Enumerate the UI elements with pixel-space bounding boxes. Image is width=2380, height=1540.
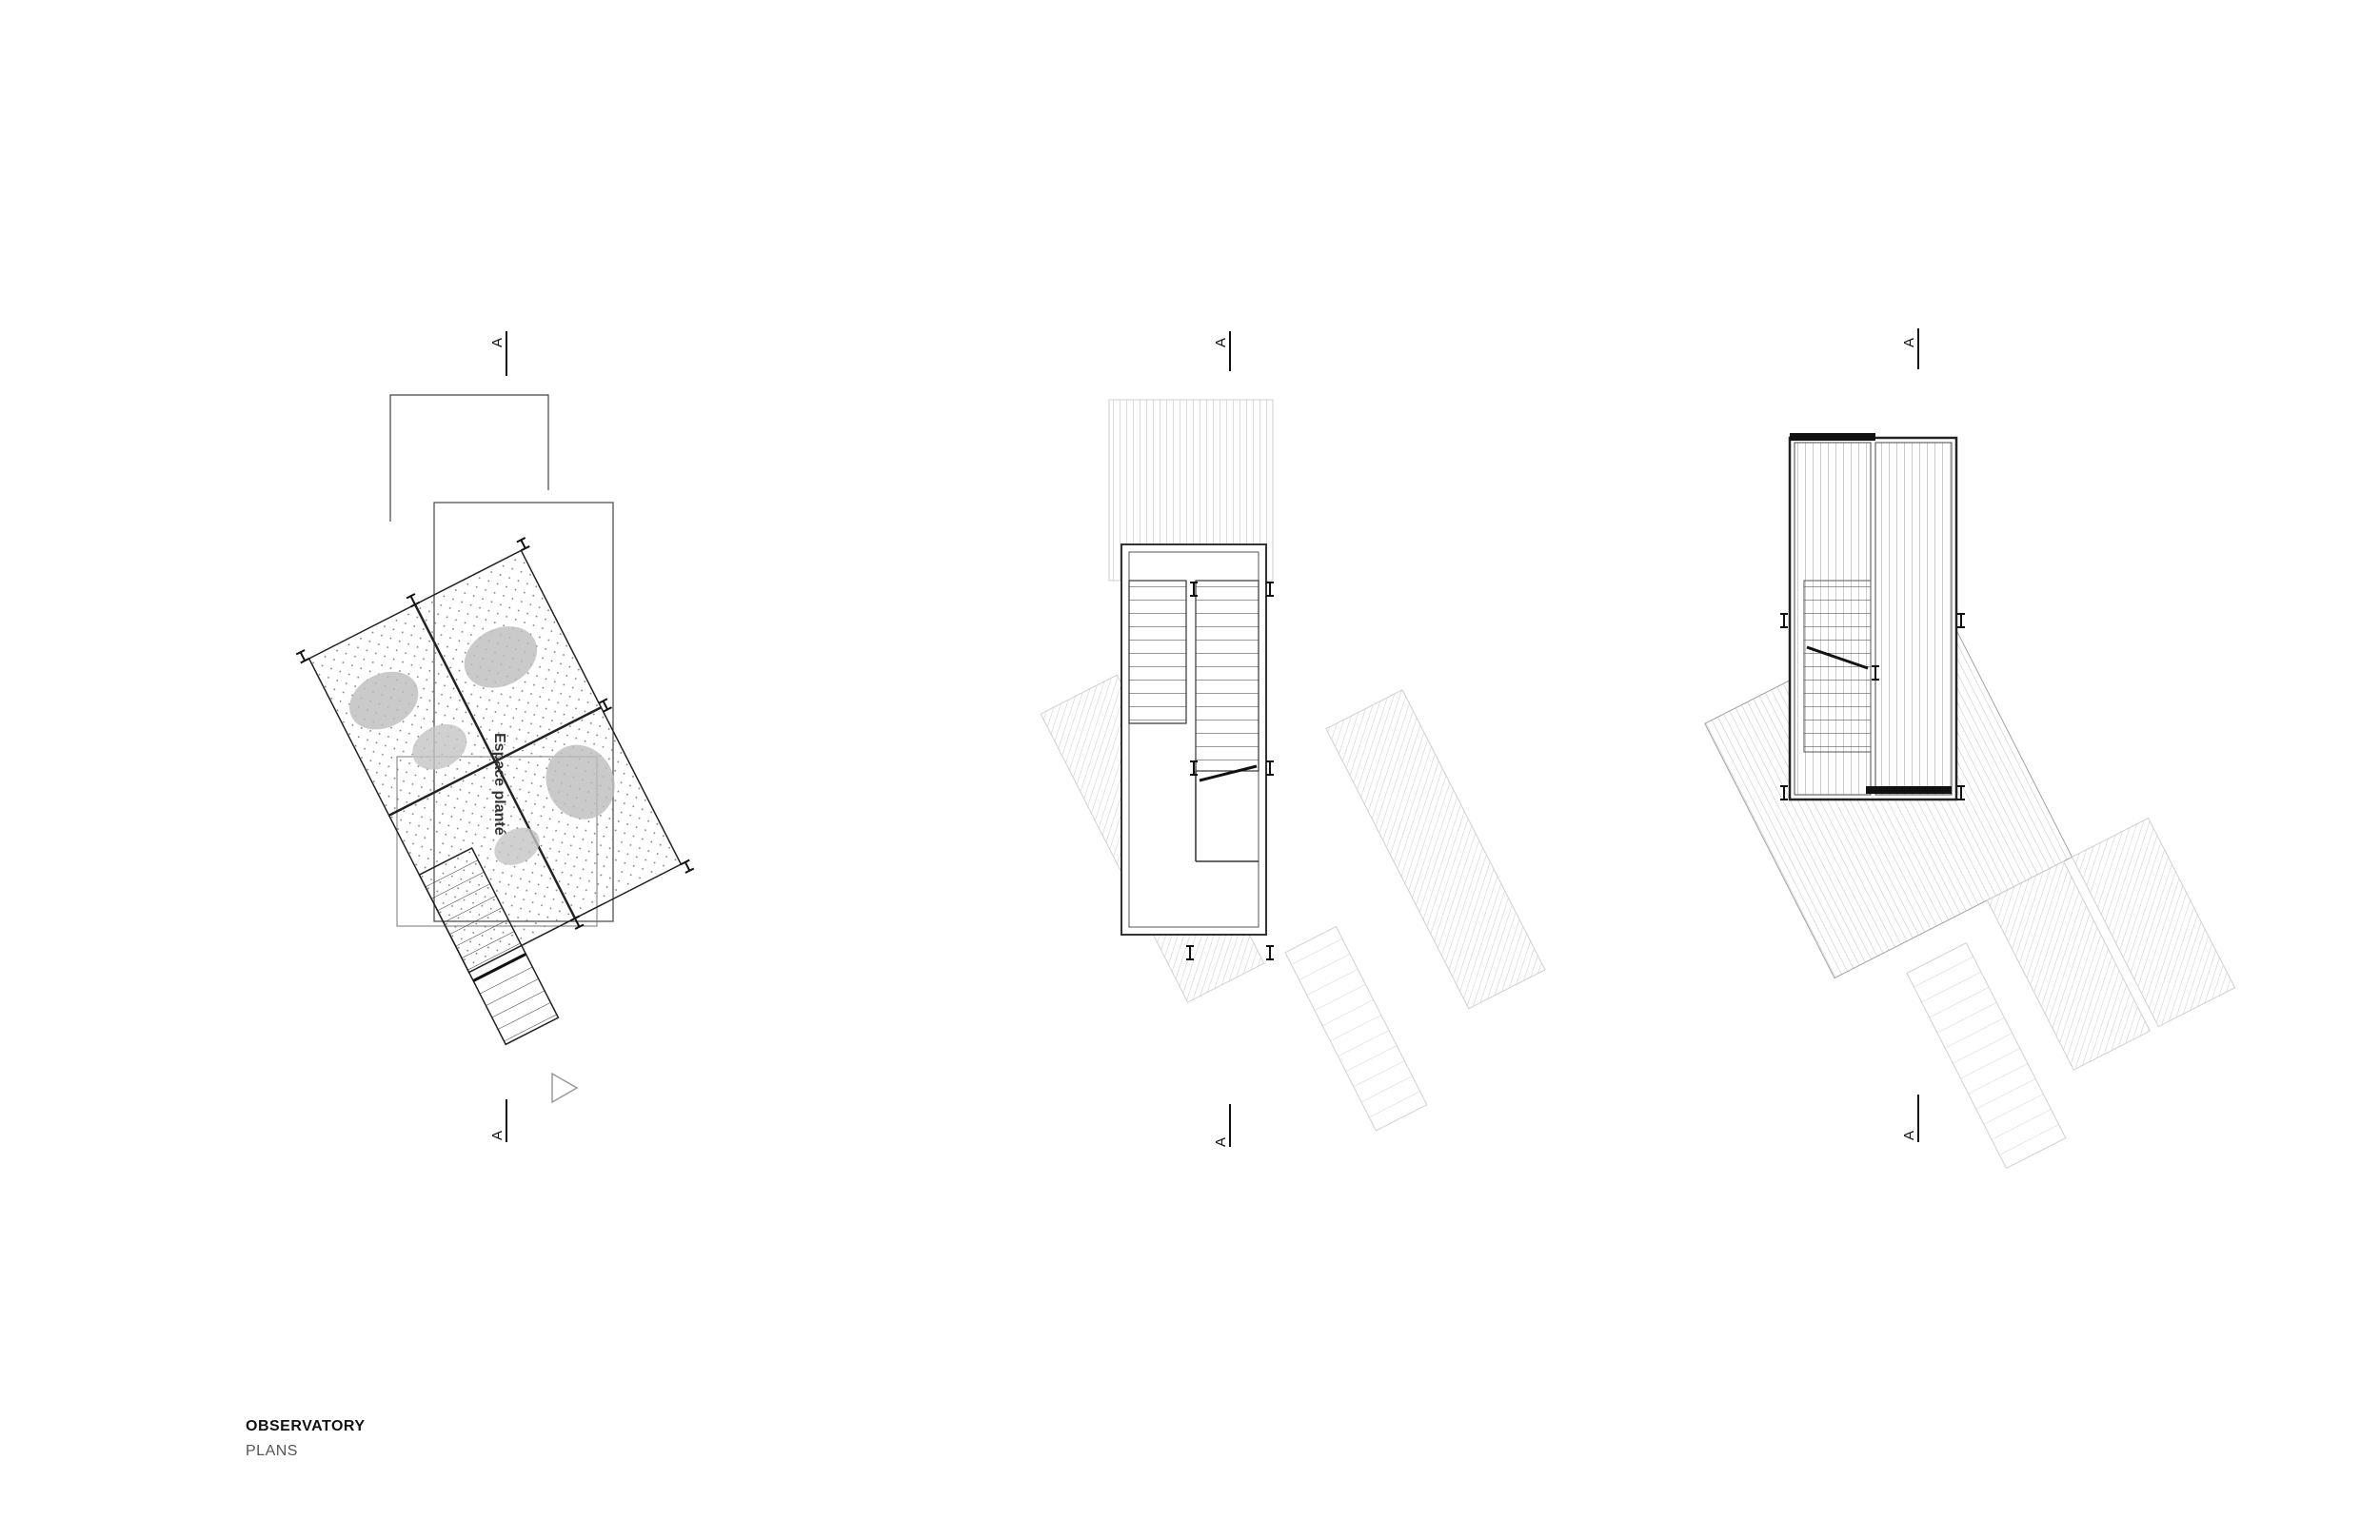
svg-text:A: A [1213, 338, 1229, 347]
svg-text:A: A [489, 338, 506, 347]
caption-subtitle: PLANS [246, 1443, 298, 1459]
svg-text:A: A [489, 1131, 506, 1140]
svg-text:A: A [1901, 1131, 1917, 1140]
plan-top-level: A A [1704, 328, 2236, 1170]
section-marker-top: A [1901, 328, 1919, 369]
section-marker-top: A [1213, 331, 1231, 371]
caption-title: OBSERVATORY [246, 1418, 366, 1434]
svg-text:A: A [1213, 1137, 1229, 1147]
caption: OBSERVATORY PLANS [246, 1418, 366, 1460]
section-marker-bottom: A [489, 1099, 507, 1142]
north-arrow-icon [551, 1072, 579, 1104]
section-marker-bottom: A [1901, 1095, 1919, 1142]
plan-middle-level: A A [1040, 331, 1546, 1147]
section-marker-top: A [489, 331, 507, 376]
svg-text:A: A [1901, 338, 1917, 347]
plan-ground-level: Espace planté A A [295, 331, 695, 1142]
section-marker-bottom: A [1213, 1104, 1231, 1147]
room-label: Espace planté [491, 733, 507, 836]
